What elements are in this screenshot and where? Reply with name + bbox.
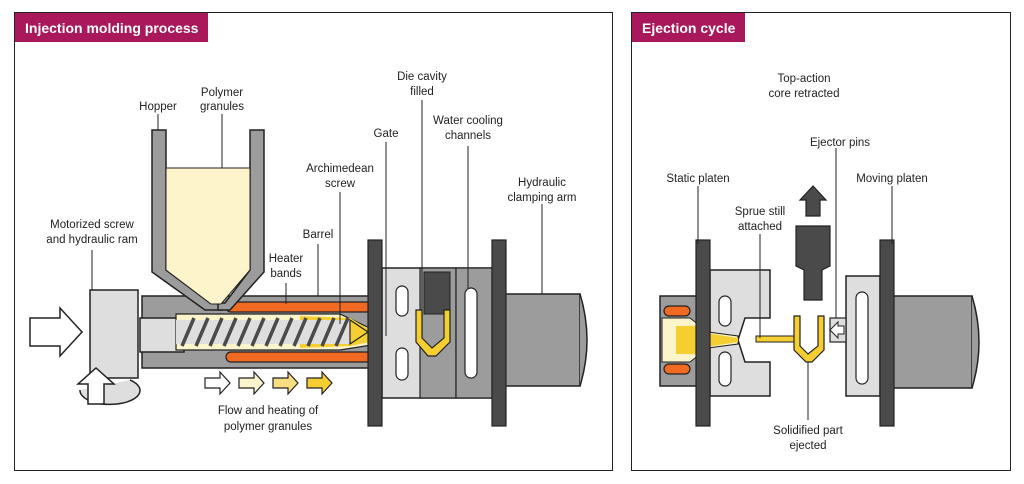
cooling-channel	[464, 287, 478, 379]
push-arrow-icon	[29, 306, 84, 358]
motor-ram-assembly	[29, 289, 141, 406]
injection-panel-title: Injection molding process	[15, 13, 209, 42]
label-water-cooling-1: Water cooling	[433, 115, 503, 127]
heater-band-bottom	[225, 351, 375, 363]
label-heater-bands-2: bands	[270, 268, 302, 280]
label-sprue-1: Sprue still	[735, 206, 786, 218]
label-sprue-2: attached	[738, 221, 782, 233]
label-gate: Gate	[374, 128, 399, 140]
label-solidified-2: ejected	[789, 440, 826, 452]
label-die-cavity-1: Die cavity	[397, 71, 447, 83]
label-water-cooling-2: channels	[445, 130, 491, 142]
cooling-channel	[855, 291, 869, 385]
label-archimedean-1: Archimedean	[306, 163, 374, 175]
label-die-cavity-2: filled	[410, 86, 434, 98]
label-motorized-2: and hydraulic ram	[46, 234, 137, 246]
label-ejector-pins: Ejector pins	[810, 137, 870, 149]
label-top-action-1: Top-action	[777, 73, 830, 85]
core-insert	[423, 271, 451, 315]
label-moving-platen: Moving platen	[856, 173, 928, 185]
label-polymer-granules-2: granules	[200, 101, 244, 113]
cooling-channel	[718, 351, 732, 387]
flow-arrows	[204, 370, 333, 396]
label-hopper: Hopper	[139, 101, 177, 113]
ejection-panel: Ejection cycle	[631, 12, 1011, 471]
label-flow-2: polymer granules	[224, 421, 312, 433]
up-arrow-icon	[798, 185, 828, 217]
archimedean-screw	[176, 317, 370, 347]
static-half	[659, 239, 771, 427]
label-barrel: Barrel	[303, 229, 334, 241]
label-hydraulic-arm-1: Hydraulic	[518, 177, 566, 189]
label-static-platen: Static platen	[666, 173, 729, 185]
label-heater-bands-1: Heater	[269, 253, 304, 265]
label-flow-1: Flow and heating of	[218, 405, 319, 417]
hopper	[151, 129, 265, 311]
ejector-pin-arrow-icon	[829, 320, 845, 340]
top-action-core	[795, 185, 831, 301]
label-top-action-2: core retracted	[769, 88, 840, 100]
moving-platen-left	[491, 239, 507, 427]
die-cavity	[415, 309, 451, 357]
static-platen	[695, 239, 711, 427]
cooling-channel	[395, 285, 409, 317]
mold-assembly	[367, 239, 507, 427]
label-solidified-1: Solidified part	[773, 425, 843, 437]
cooling-channel	[718, 295, 732, 327]
hydraulic-clamping-arm	[499, 293, 588, 387]
label-hydraulic-arm-2: clamping arm	[507, 192, 576, 204]
cooling-channel	[395, 347, 409, 381]
polymer-granules-fill	[165, 167, 251, 305]
moving-platen	[879, 239, 895, 427]
ejection-panel-title: Ejection cycle	[632, 13, 746, 42]
solidified-part	[755, 315, 825, 363]
label-motorized-1: Motorized screw	[50, 219, 134, 231]
moving-half	[829, 239, 980, 427]
label-archimedean-2: screw	[325, 178, 356, 190]
label-polymer-granules-1: Polymer	[201, 87, 243, 99]
heater-band-top	[225, 301, 375, 313]
static-platen-left	[367, 239, 383, 427]
